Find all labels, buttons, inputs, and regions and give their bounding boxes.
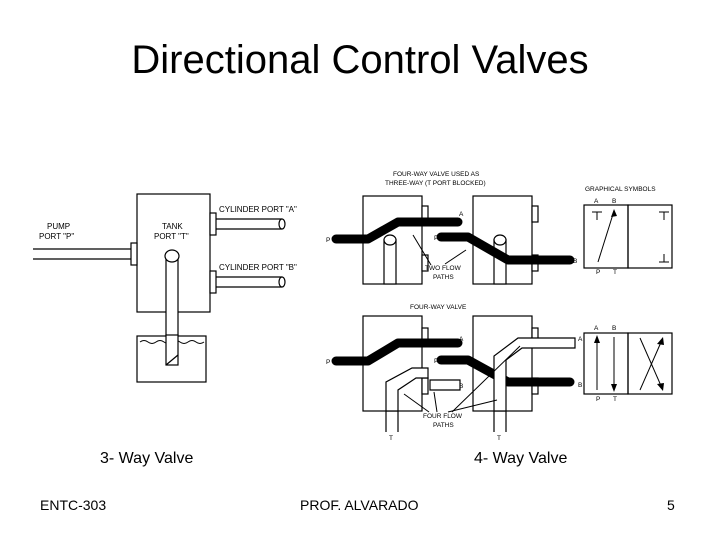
pump-port-label-1: PUMP [47, 222, 70, 231]
caption-four-way: 4- Way Valve [474, 450, 568, 467]
svg-text:B: B [612, 198, 616, 205]
svg-text:B: B [459, 383, 463, 390]
svg-text:T: T [497, 435, 501, 442]
four-way-as-three-way: FOUR-WAY VALVE USED AS THREE-WAY (T PORT… [326, 171, 577, 285]
footer-instructor: PROF. ALVARADO [300, 497, 419, 513]
four-way-caption: FOUR-WAY VALVE [410, 304, 467, 311]
svg-text:P: P [326, 237, 330, 244]
flow-path-bottom-left [331, 338, 463, 366]
svg-text:B: B [578, 382, 582, 389]
svg-text:P: P [326, 359, 330, 366]
flow-path-top-right [436, 232, 575, 265]
port-b-flange [209, 270, 217, 294]
three-way-valve: PUMP PORT "P" TANK PORT "T" CYLINDER POR… [33, 193, 297, 383]
slide-title: Directional Control Valves [131, 38, 589, 82]
graphical-symbols-label: GRAPHICAL SYMBOLS [585, 186, 656, 193]
footer-course: ENTC-303 [40, 497, 107, 513]
four-flow-label-1: FOUR FLOW [423, 413, 463, 420]
svg-text:P: P [596, 269, 600, 276]
port-a-flange [209, 212, 217, 236]
svg-text:T: T [613, 269, 617, 276]
four-way-valve: FOUR-WAY VALVE P A B T P A B T FOUR FLOW… [326, 304, 583, 442]
cylinder-port-b-label: CYLINDER PORT "B" [219, 263, 297, 272]
top-caption-line2: THREE-WAY (T PORT BLOCKED) [385, 180, 486, 187]
svg-text:A: A [459, 336, 464, 343]
four-flow-label-2: PATHS [433, 422, 454, 429]
svg-text:A: A [578, 336, 583, 343]
svg-text:A: A [594, 198, 599, 205]
flow-path-top-left [331, 217, 463, 244]
svg-text:P: P [434, 358, 438, 365]
svg-text:A: A [594, 325, 599, 332]
top-caption-line1: FOUR-WAY VALVE USED AS [393, 171, 480, 178]
pump-flange [130, 242, 138, 266]
svg-text:B: B [573, 258, 577, 265]
symbol-four-way [583, 332, 629, 395]
two-flow-label-2: PATHS [433, 274, 454, 281]
svg-text:A: A [459, 211, 464, 218]
cylinder-port-a-label: CYLINDER PORT "A" [219, 205, 297, 214]
caption-three-way: 3- Way Valve [100, 450, 194, 467]
two-flow-label-1: TWO FLOW [425, 265, 462, 272]
tank-port-label-1: TANK [162, 222, 183, 231]
svg-text:P: P [434, 235, 438, 242]
svg-text:B: B [612, 325, 616, 332]
flow-path-bottom-right [436, 355, 575, 387]
tank-port-label-2: PORT "T" [154, 232, 189, 241]
pump-port-label-2: PORT "P" [39, 232, 74, 241]
svg-text:P: P [596, 396, 600, 403]
graphical-symbols: GRAPHICAL SYMBOLS A B P T A B P T [583, 186, 673, 403]
svg-text:T: T [389, 435, 393, 442]
svg-text:T: T [613, 396, 617, 403]
page-number: 5 [667, 497, 675, 513]
